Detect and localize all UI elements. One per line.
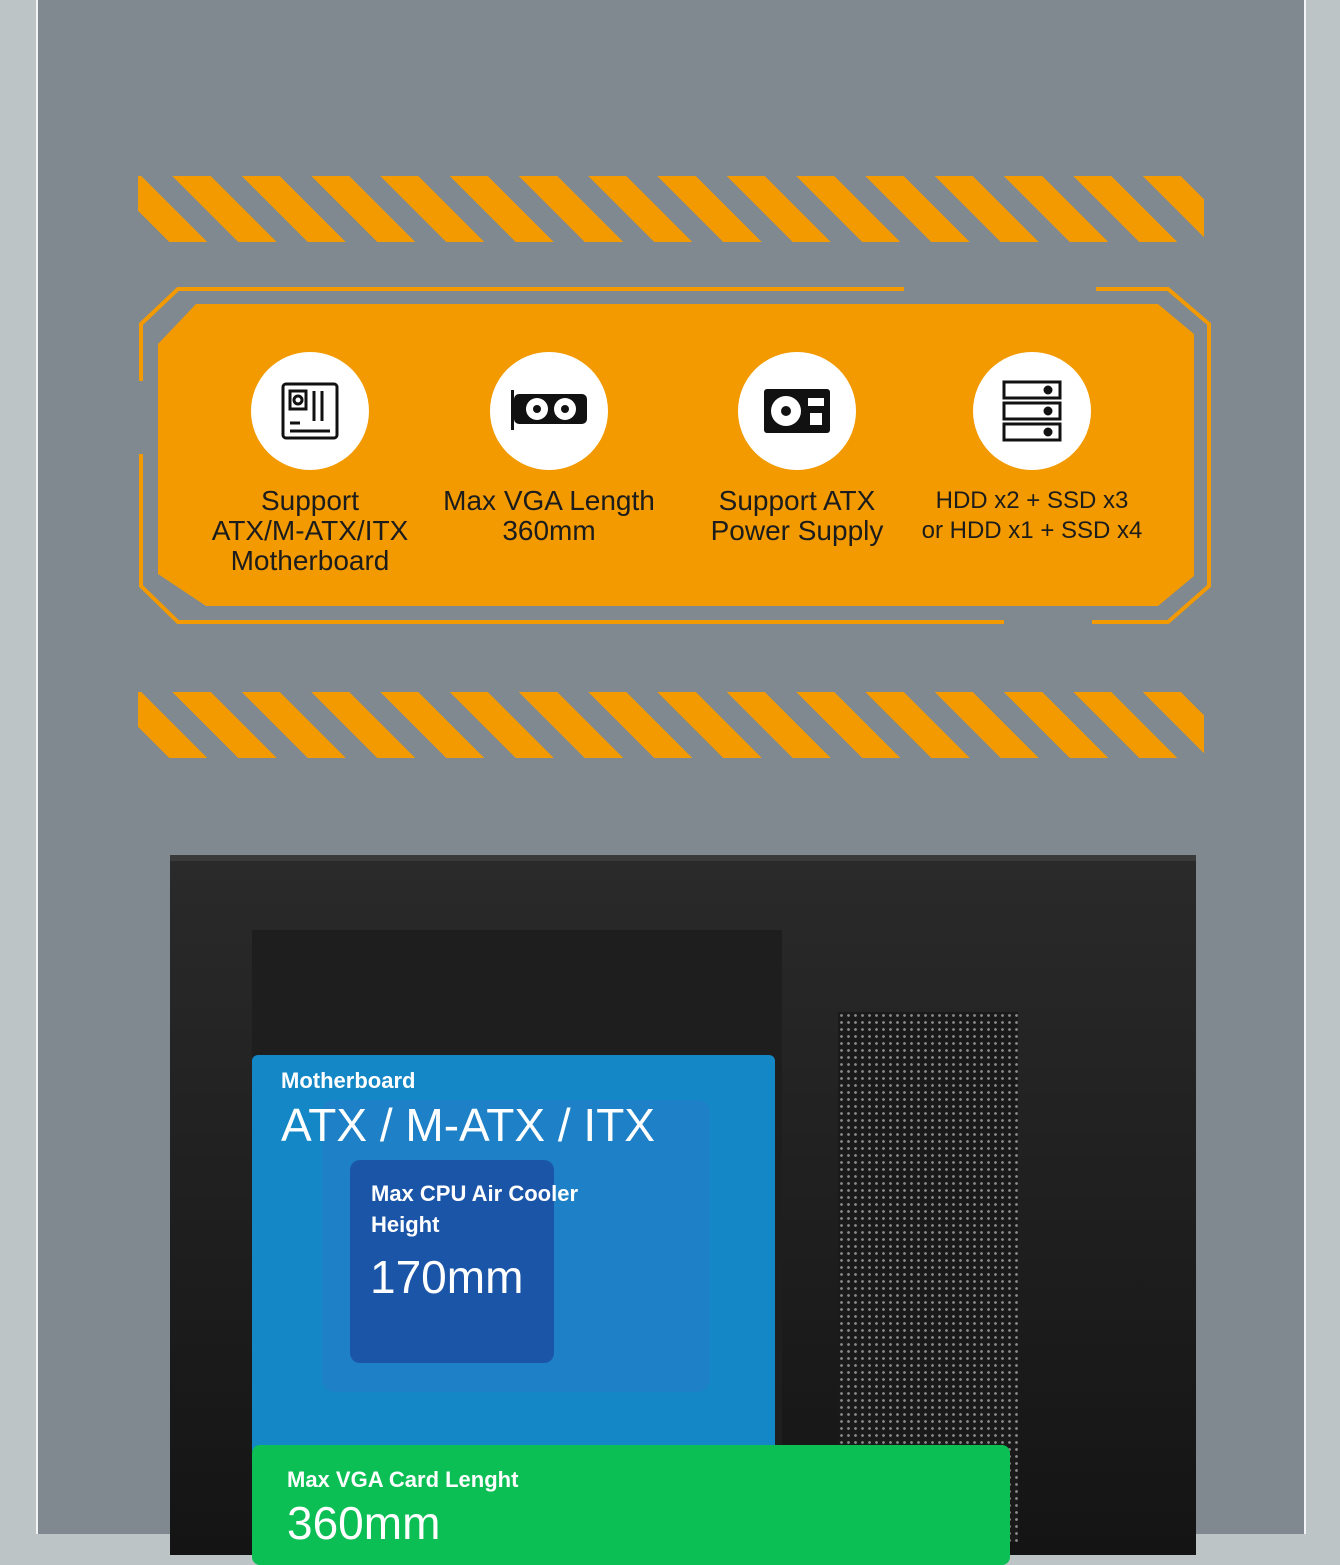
feature-motherboard: Support ATX/M-ATX/ITX Motherboard [190,352,430,576]
cpu-cooler-value: 170mm [370,1251,524,1303]
motherboard-title: Motherboard [281,1068,416,1093]
motherboard-value: ATX / M-ATX / ITX [281,1099,655,1151]
feature-vga: Max VGA Length 360mm [429,352,669,546]
panel-frame [139,287,1211,624]
feature-label: HDD x2 + SSD x3 or HDD x1 + SSD x4 [921,487,1143,544]
graphics-card-icon [511,390,587,430]
feature-drives: HDD x2 + SSD x3 or HDD x1 + SSD x4 [912,352,1152,546]
hazard-stripes-bottom [138,692,1204,758]
vga-value: 360mm [287,1497,441,1549]
vga-title: Max VGA Card Lenght [287,1467,519,1492]
motherboard-icon [281,382,339,440]
power-supply-icon [764,389,830,433]
feature-label: Max VGA Length 360mm [443,485,655,546]
cpu-cooler-zone [350,1160,554,1363]
feature-label: Support ATX/M-ATX/ITX Motherboard [211,485,409,576]
cpu-cooler-title: Max CPU Air Cooler Height [371,1181,579,1237]
feature-label: Support ATX Power Supply [710,485,884,546]
hazard-stripes-top [138,176,1204,242]
drive-bays-icon [1002,380,1062,442]
feature-psu: Support ATX Power Supply [677,352,917,546]
